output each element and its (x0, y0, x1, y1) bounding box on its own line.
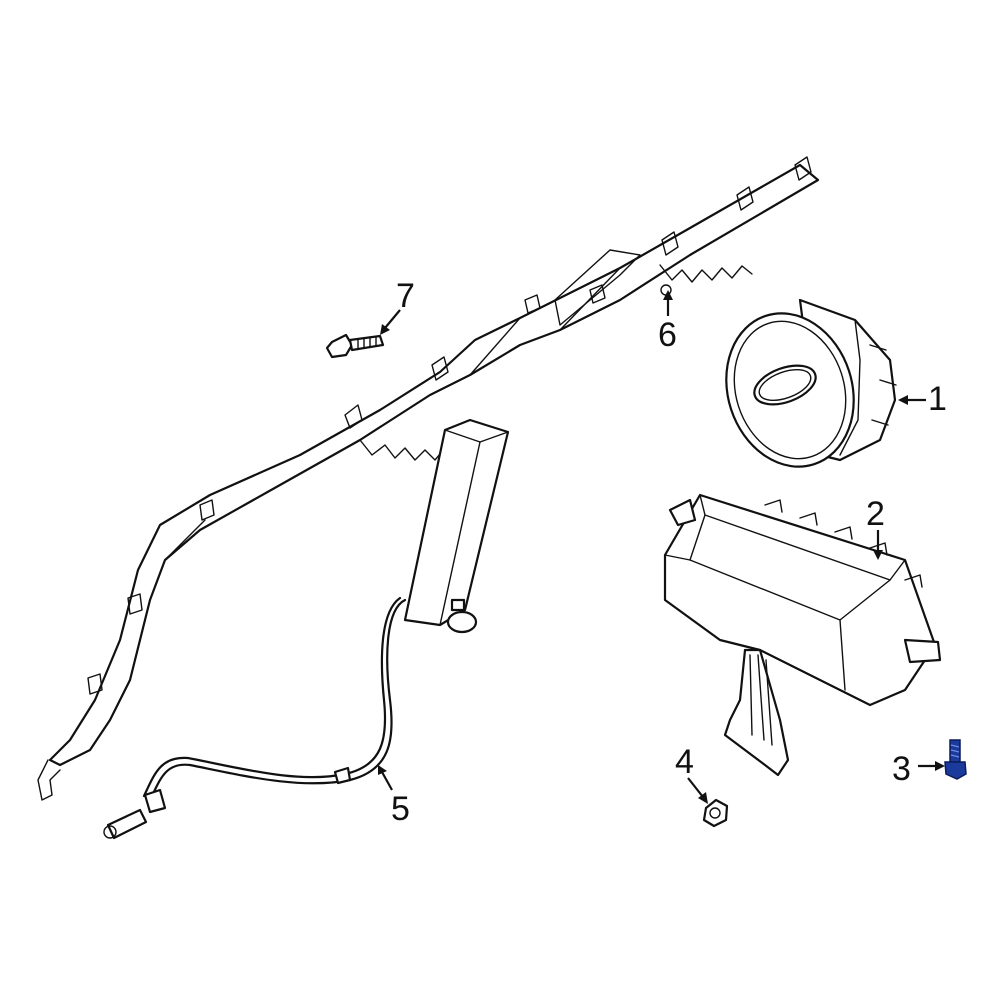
wire-harness[interactable] (103, 596, 407, 840)
bolt-part-3[interactable] (944, 739, 967, 780)
driver-airbag[interactable] (707, 297, 897, 484)
nut-part-4[interactable] (702, 798, 729, 828)
callout-4: 4 (675, 743, 694, 781)
callout-arrows (378, 290, 945, 804)
callout-6: 6 (658, 316, 677, 354)
callout-1: 1 (928, 380, 947, 418)
knee-airbag[interactable] (403, 418, 510, 634)
curtain-airbag[interactable] (37, 156, 820, 801)
callout-5: 5 (391, 790, 410, 828)
callout-2: 2 (866, 495, 885, 533)
bolt-part-7[interactable] (325, 333, 385, 359)
callout-3: 3 (892, 750, 911, 788)
passenger-airbag[interactable] (663, 493, 942, 777)
callout-7: 7 (396, 277, 415, 315)
